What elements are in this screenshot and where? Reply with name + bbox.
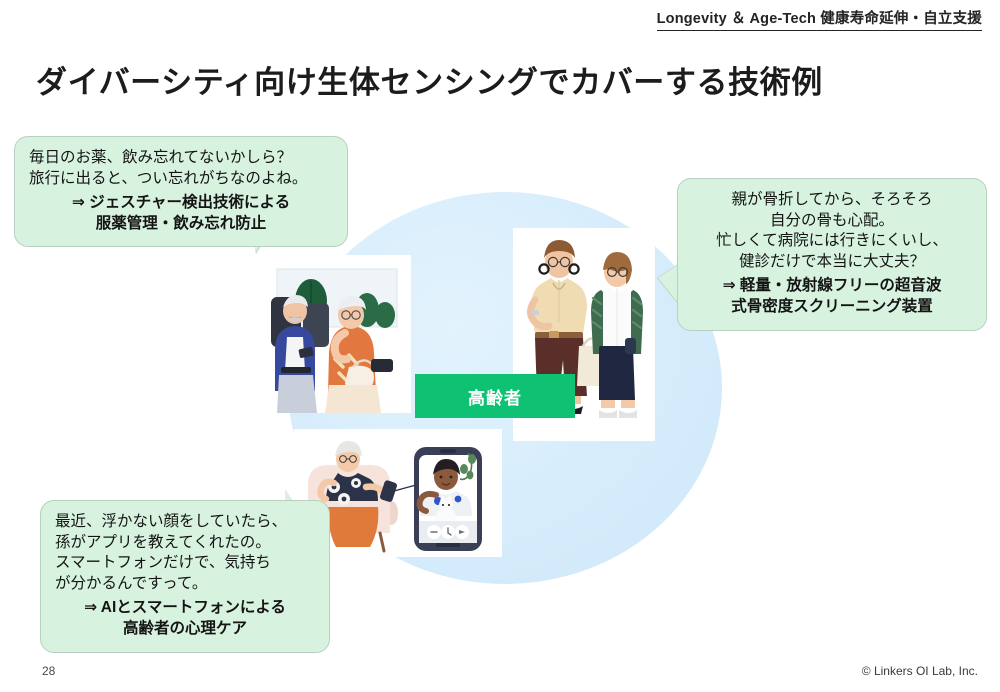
bubble-solution-mental-care: ⇒ AIとスマートフォンによる 高齢者の心理ケア bbox=[84, 599, 286, 638]
header-kicker: Longevity ＆ Age-Tech 健康寿命延伸・自立支援 bbox=[656, 7, 982, 31]
elderly-couple-artwork bbox=[263, 255, 411, 413]
bubble-solution-medication: ⇒ ジェスチャー検出技術による 服薬管理・飲み忘れ防止 bbox=[71, 194, 291, 232]
bubble-solution-bone-density: ⇒ 軽量・放射線フリーの超音波 式骨密度スクリーニング装置 bbox=[722, 277, 942, 316]
speech-bubble-bone-density: 親が骨折してから、そろそろ 自分の骨も心配。 忙しくて病院には行きにくいし、 健… bbox=[677, 178, 987, 331]
speech-bubble-mental-care: 最近、浮かない顔をしていたら、 孫がアプリを教えてくれたの。 スマートフォンだけ… bbox=[40, 500, 330, 653]
bubble-quote-mental-care: 最近、浮かない顔をしていたら、 孫がアプリを教えてくれたの。 スマートフォンだけ… bbox=[55, 513, 288, 592]
bubble-quote-bone-density: 親が骨折してから、そろそろ 自分の骨も心配。 忙しくて病院には行きにくいし、 健… bbox=[716, 191, 948, 270]
page-title: ダイバーシティ向け生体センシングでカバーする技術例 bbox=[36, 64, 823, 100]
page-number: 28 bbox=[42, 664, 56, 678]
bubble-quote-medication: 毎日のお薬、飲み忘れてないかしら？ 旅行に出ると、つい忘れがちなのよね。 bbox=[29, 149, 308, 187]
center-label-elderly: 高齢者 bbox=[415, 374, 575, 418]
speech-bubble-medication: 毎日のお薬、飲み忘れてないかしら？ 旅行に出ると、つい忘れがちなのよね。 ⇒ ジ… bbox=[14, 136, 348, 248]
copyright-notice: © Linkers OI Lab, Inc. bbox=[861, 664, 978, 678]
illustration-elderly-couple bbox=[263, 255, 411, 413]
